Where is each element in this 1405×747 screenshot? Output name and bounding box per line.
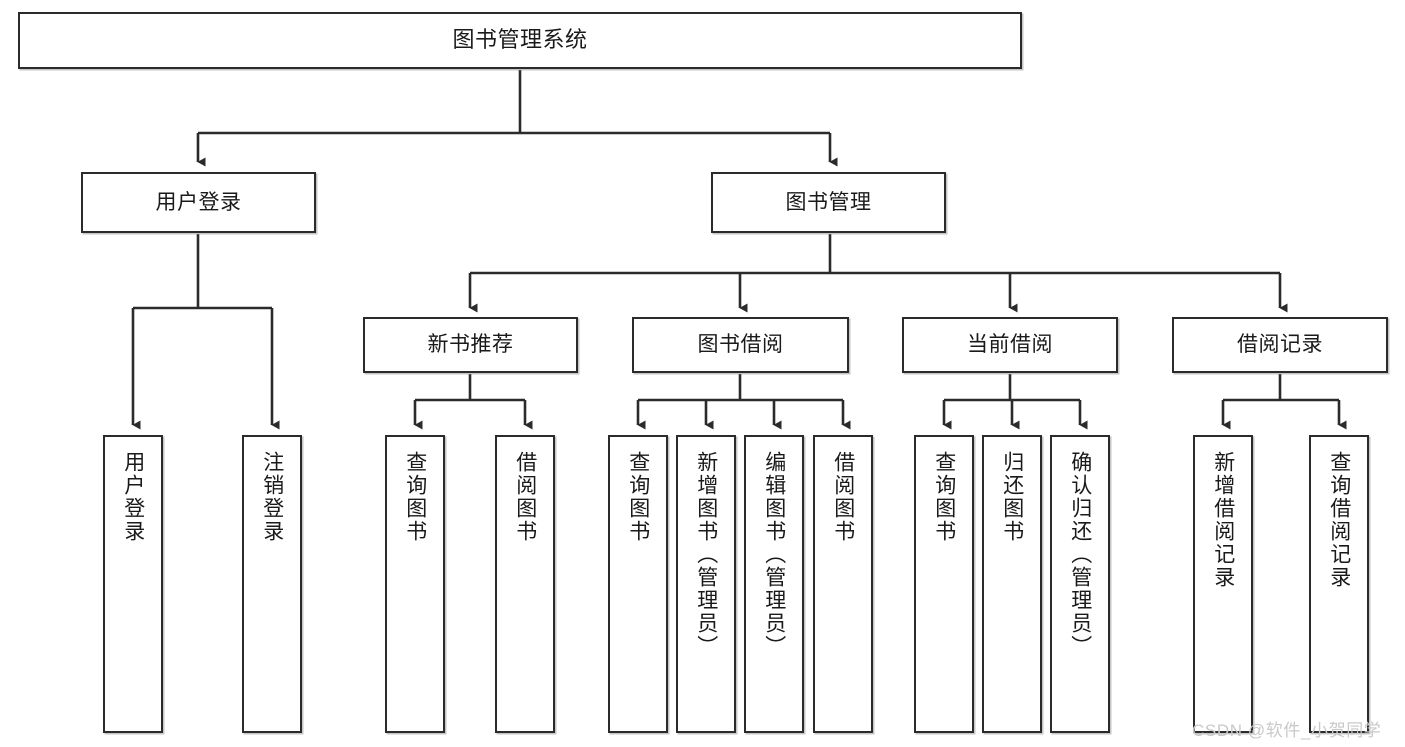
node-new-book-recommend[interactable]: 新书推荐	[363, 317, 578, 373]
node-label: 注销登录	[260, 451, 284, 543]
node-label: 查询借阅记录	[1327, 451, 1351, 589]
node-label: 查询图书	[403, 451, 427, 543]
node-label: 新增借阅记录	[1211, 451, 1235, 589]
node-label: 当前借阅	[967, 333, 1053, 357]
node-label: 借阅图书	[513, 451, 537, 543]
node-label: 编辑图书（管理员）	[762, 451, 786, 658]
node-book-management[interactable]: 图书管理	[711, 172, 946, 233]
leaf-query-book-recommend[interactable]: 查询图书	[385, 435, 445, 733]
node-label: 用户登录	[155, 190, 242, 214]
node-label: 借阅记录	[1237, 333, 1323, 357]
node-label: 用户登录	[121, 451, 145, 543]
leaf-add-book-admin[interactable]: 新增图书（管理员）	[676, 435, 736, 733]
node-user-login[interactable]: 用户登录	[81, 172, 316, 233]
node-label: 归还图书	[1000, 451, 1024, 543]
leaf-query-book-current[interactable]: 查询图书	[914, 435, 974, 733]
node-label: 新书推荐	[427, 333, 514, 357]
node-label: 图书借阅	[697, 333, 784, 357]
leaf-user-logout[interactable]: 注销登录	[242, 435, 302, 733]
node-label: 查询图书	[932, 451, 956, 543]
node-label: 图书管理	[785, 190, 872, 214]
node-label: 借阅图书	[831, 451, 855, 543]
leaf-query-book-borrow[interactable]: 查询图书	[608, 435, 668, 733]
leaf-borrow-book-recommend[interactable]: 借阅图书	[495, 435, 555, 733]
node-label: 图书管理系统	[452, 27, 588, 53]
leaf-borrow-book[interactable]: 借阅图书	[813, 435, 873, 733]
node-label: 查询图书	[626, 451, 650, 543]
leaf-add-borrow-record[interactable]: 新增借阅记录	[1193, 435, 1253, 733]
leaf-edit-book-admin[interactable]: 编辑图书（管理员）	[744, 435, 804, 733]
node-borrow-record[interactable]: 借阅记录	[1172, 317, 1388, 373]
leaf-return-book[interactable]: 归还图书	[982, 435, 1042, 733]
node-label: 确认归还（管理员）	[1068, 451, 1092, 658]
node-root-system[interactable]: 图书管理系统	[18, 12, 1022, 69]
leaf-user-login[interactable]: 用户登录	[103, 435, 163, 733]
leaf-confirm-return-admin[interactable]: 确认归还（管理员）	[1050, 435, 1110, 733]
node-current-borrow[interactable]: 当前借阅	[902, 317, 1118, 373]
leaf-query-borrow-record[interactable]: 查询借阅记录	[1309, 435, 1369, 733]
watermark-text: CSDN @软件_小贺同学	[1192, 721, 1382, 740]
node-label: 新增图书（管理员）	[694, 451, 718, 658]
node-book-borrow[interactable]: 图书借阅	[632, 317, 849, 373]
